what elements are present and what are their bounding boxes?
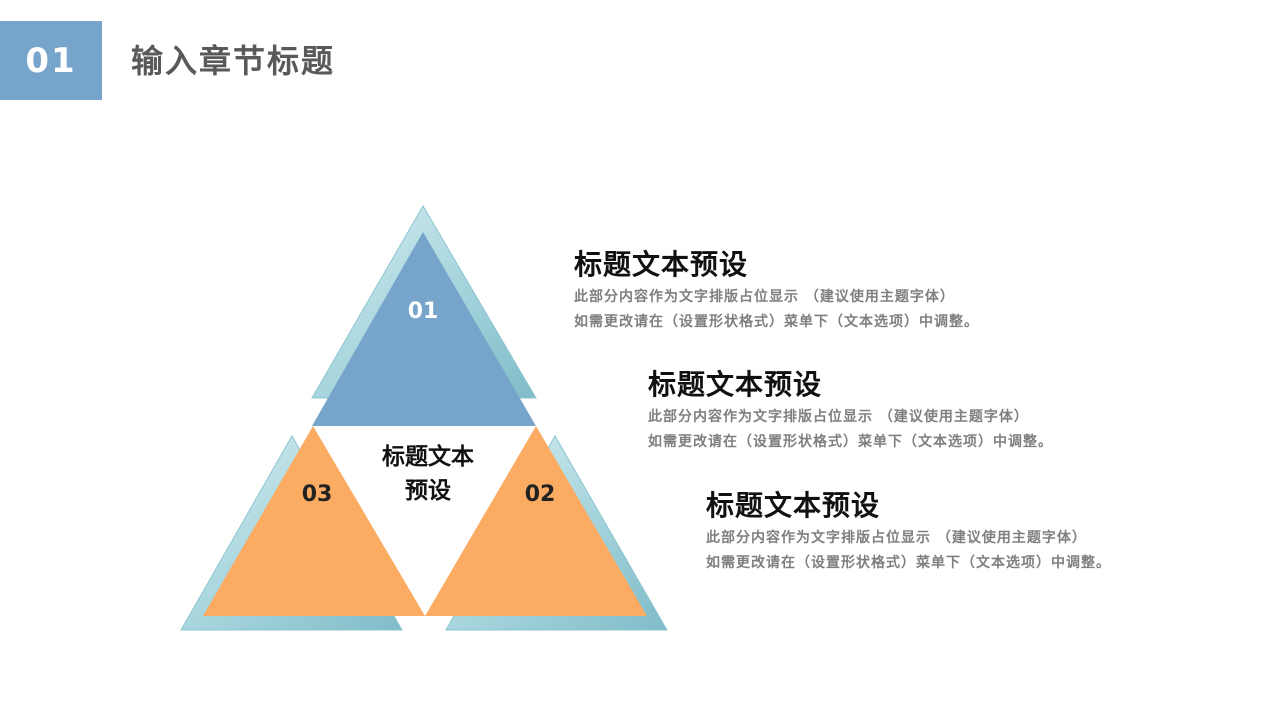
block-line-2: 如需更改请在（设置形状格式）菜单下（文本选项）中调整。 (648, 434, 1053, 450)
block-line-1: 此部分内容作为文字排版占位显示 （建议使用主题字体） (574, 289, 955, 305)
text-block-3: 标题文本预设 此部分内容作为文字排版占位显示 （建议使用主题字体） 如需更改请在… (706, 488, 1111, 576)
triangle-03-label: 03 (302, 482, 333, 507)
triangle-01 (312, 232, 536, 426)
block-line-2: 如需更改请在（设置形状格式）菜单下（文本选项）中调整。 (706, 555, 1111, 571)
block-title: 标题文本预设 (648, 368, 823, 401)
block-line-1: 此部分内容作为文字排版占位显示 （建议使用主题字体） (706, 530, 1087, 546)
block-title: 标题文本预设 (706, 489, 881, 522)
section-title: 输入章节标题 (131, 42, 336, 80)
triangle-02-label: 02 (525, 482, 556, 507)
block-line-2: 如需更改请在（设置形状格式）菜单下（文本选项）中调整。 (574, 314, 979, 330)
section-number-badge: 01 (0, 21, 102, 100)
center-label-line2: 预设 (405, 478, 451, 504)
text-block-2: 标题文本预设 此部分内容作为文字排版占位显示 （建议使用主题字体） 如需更改请在… (648, 367, 1053, 455)
text-block-1: 标题文本预设 此部分内容作为文字排版占位显示 （建议使用主题字体） 如需更改请在… (574, 247, 979, 335)
triangle-02 (425, 426, 647, 616)
block-title: 标题文本预设 (574, 248, 749, 281)
triangle-03 (203, 426, 425, 616)
triangle-01-label: 01 (408, 299, 439, 324)
center-label-line1: 标题文本 (382, 443, 474, 470)
block-line-1: 此部分内容作为文字排版占位显示 （建议使用主题字体） (648, 409, 1029, 425)
